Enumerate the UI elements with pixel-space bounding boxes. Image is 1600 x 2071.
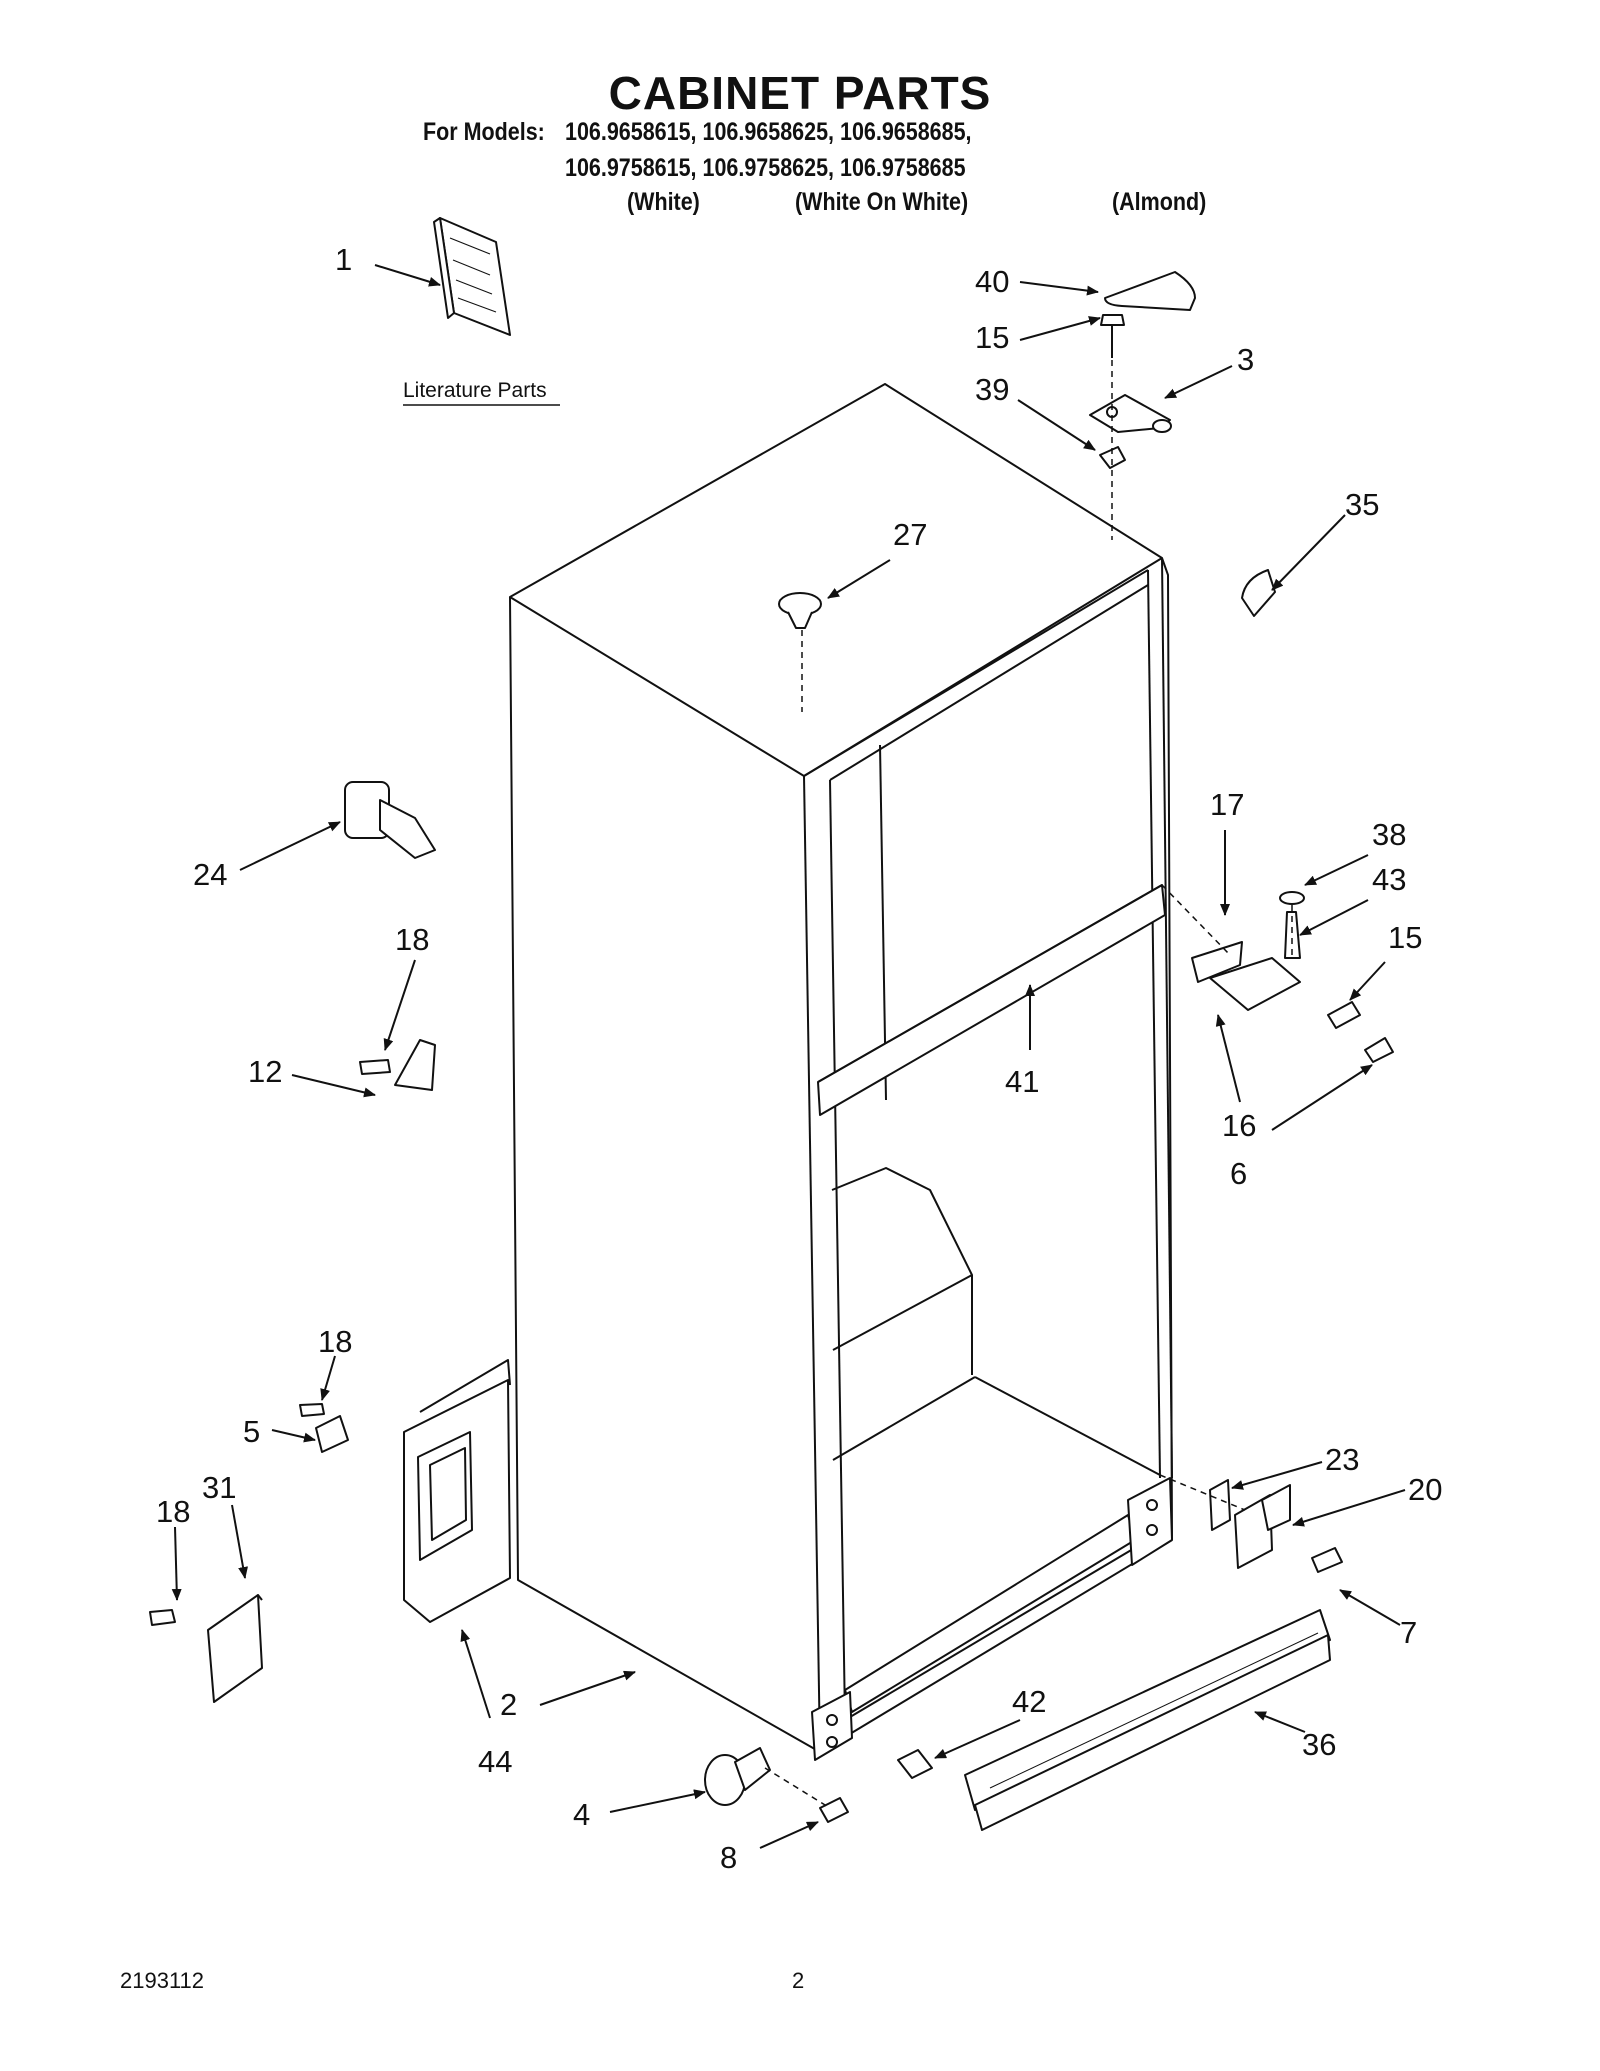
document-number: 2193112 — [120, 1968, 205, 1993]
door-stop-icon — [344, 781, 436, 859]
callout-17: 17 — [1210, 787, 1244, 822]
cabinet-body — [509, 383, 1173, 1753]
callout-18: 18 — [156, 1494, 190, 1529]
callout-24: 24 — [193, 857, 227, 892]
callout-31: 31 — [202, 1470, 236, 1505]
bottom-hinge-icon — [1234, 1484, 1291, 1569]
callout-15: 15 — [1388, 920, 1422, 955]
models-line-2: 106.9758615, 106.9758625, 106.9758685 — [565, 154, 966, 182]
screw-icon — [1311, 1547, 1343, 1573]
callout-18: 18 — [395, 922, 429, 957]
callout-35: 35 — [1345, 487, 1379, 522]
plug-button-icon — [778, 592, 822, 629]
clamp-icon — [299, 1403, 349, 1453]
center-hinge-icon — [1191, 891, 1305, 1011]
screw-icon — [1364, 1037, 1394, 1063]
grille-clip-icon — [897, 1749, 933, 1779]
cover-plate-icon — [207, 1594, 263, 1703]
literature-manual-icon — [433, 217, 511, 336]
callout-18: 18 — [318, 1324, 352, 1359]
callout-2: 2 — [500, 1687, 517, 1722]
models-line-1: 106.9658615, 106.9658625, 106.9658685, — [565, 118, 972, 146]
callout-44: 44 — [478, 1744, 512, 1779]
callout-23: 23 — [1325, 1442, 1359, 1477]
callout-12: 12 — [248, 1054, 282, 1089]
callout-16: 16 — [1222, 1108, 1256, 1143]
screw-icon — [819, 1797, 849, 1823]
callout-42: 42 — [1012, 1684, 1046, 1719]
callout-1: 1 — [335, 242, 352, 277]
callout-39: 39 — [975, 372, 1009, 407]
callout-7: 7 — [1400, 1615, 1417, 1650]
callout-41: 41 — [1005, 1064, 1039, 1099]
callout-5: 5 — [243, 1414, 260, 1449]
color-almond: (Almond) — [1112, 188, 1207, 216]
color-white: (White) — [627, 188, 700, 216]
screw-icon — [1100, 314, 1125, 358]
callout-40: 40 — [975, 264, 1009, 299]
callout-3: 3 — [1237, 342, 1254, 377]
callout-8: 8 — [720, 1840, 737, 1875]
screw-icon — [149, 1609, 176, 1626]
crisper-housing — [831, 1167, 1161, 1476]
callout-27: 27 — [893, 517, 927, 552]
hinge-cover-icon — [1104, 271, 1196, 311]
callout-38: 38 — [1372, 817, 1406, 852]
assembly-lines — [764, 360, 1293, 1809]
callout-4: 4 — [573, 1797, 590, 1832]
models-prefix: For Models: — [423, 118, 545, 146]
toe-grille — [964, 1609, 1331, 1831]
page-number: 2 — [792, 1968, 805, 1993]
corner-bracket-left — [811, 1691, 853, 1761]
hinge-shim-icon — [1209, 1479, 1231, 1531]
leader-arrows — [171, 264, 1406, 1849]
roller-icon — [704, 1747, 771, 1806]
callout-20: 20 — [1408, 1472, 1442, 1507]
callout-36: 36 — [1302, 1727, 1336, 1762]
literature-parts-label: Literature Parts — [403, 379, 547, 402]
callout-43: 43 — [1372, 862, 1406, 897]
callout-15: 15 — [975, 320, 1009, 355]
page-title: CABINET PARTS — [608, 67, 992, 119]
cord-clip-icon — [359, 1039, 436, 1091]
color-white-on-white: (White On White) — [795, 188, 969, 216]
bottom-rail — [844, 1514, 1136, 1713]
hinge-cap-icon — [1241, 569, 1276, 617]
top-hinge-icon — [1089, 394, 1172, 433]
corner-bracket-right — [1127, 1477, 1173, 1566]
callout-6: 6 — [1230, 1156, 1247, 1191]
screw-icon — [1327, 1001, 1361, 1029]
front-rail — [817, 884, 1166, 1116]
side-bracket — [403, 1359, 511, 1623]
